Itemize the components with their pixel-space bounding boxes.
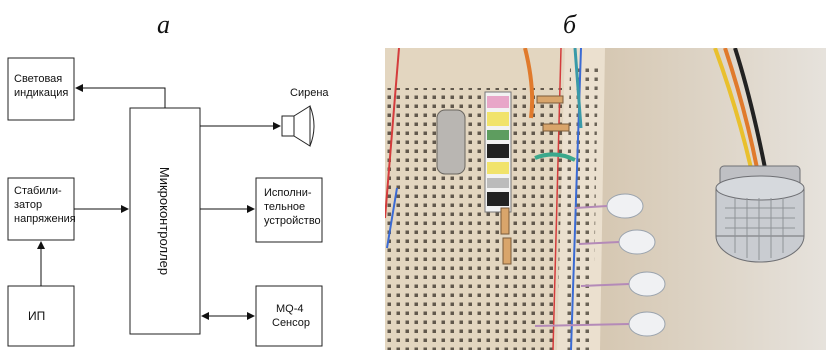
power-label: ИП bbox=[28, 309, 45, 323]
panel-label-b: б bbox=[563, 10, 576, 40]
mcu-label: Микроконтроллер bbox=[157, 167, 172, 275]
act-line-1: Исполни- bbox=[264, 187, 312, 199]
stab-line-1: Стабили- bbox=[14, 185, 62, 197]
sensor-block: MQ-4 Сенсор bbox=[256, 286, 322, 346]
light-line-1: Световая bbox=[14, 73, 62, 85]
stab-line-3: напряжения bbox=[14, 213, 76, 225]
stabilizer-block: Стабили- затор напряжения bbox=[8, 178, 76, 240]
light-line-2: индикация bbox=[14, 87, 68, 99]
act-line-2: тельное bbox=[264, 201, 305, 213]
actuator-block: Исполни- тельное устройство bbox=[256, 178, 322, 242]
gas-sensor-icon bbox=[716, 166, 804, 262]
arrow-to-light bbox=[76, 88, 165, 108]
light-indication-block: Световая индикация bbox=[8, 58, 74, 120]
power-block: ИП bbox=[8, 286, 74, 346]
breadboard-photo bbox=[385, 48, 826, 350]
mcu-block: Микроконтроллер bbox=[130, 108, 200, 334]
siren-icon bbox=[282, 106, 314, 146]
act-line-3: устройство bbox=[264, 215, 321, 227]
stab-line-2: затор bbox=[14, 199, 42, 211]
sensor-line-1: MQ-4 bbox=[276, 303, 304, 315]
block-diagram: Световая индикация Стабили- затор напряж… bbox=[0, 0, 380, 350]
siren-label: Сирена bbox=[290, 87, 329, 99]
sensor-line-2: Сенсор bbox=[272, 317, 310, 329]
